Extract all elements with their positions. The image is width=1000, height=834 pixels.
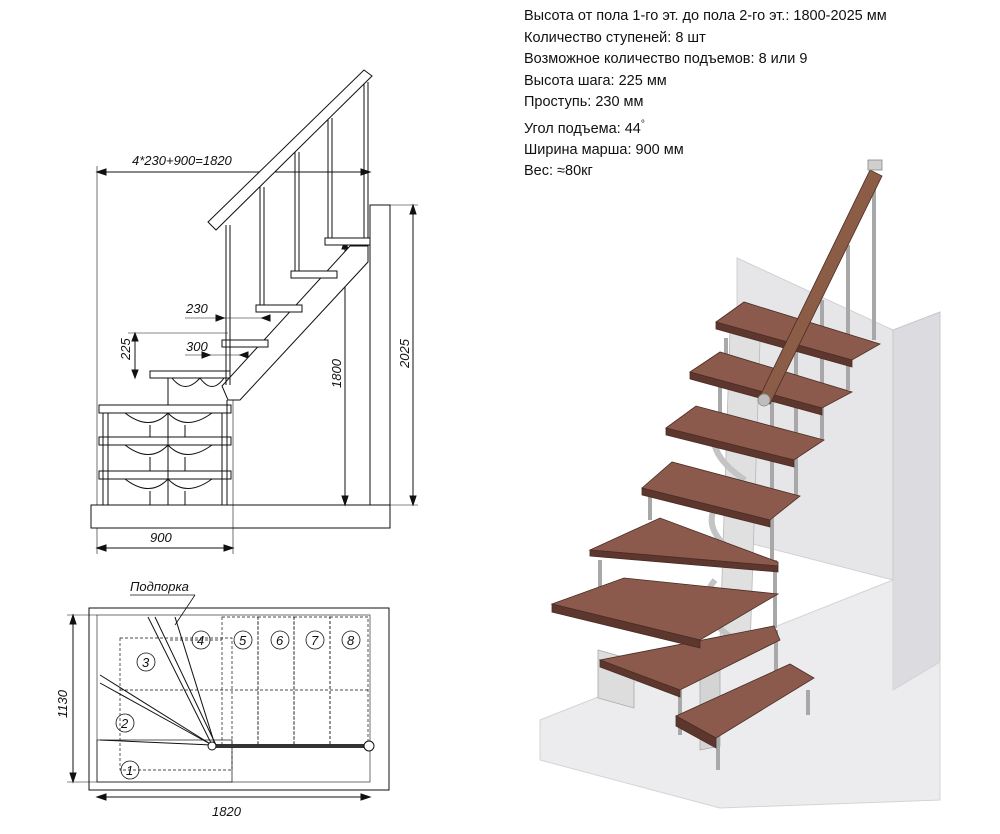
floor-base (90, 504, 391, 529)
base-width-label: 900 (150, 530, 172, 545)
step-rise-label: 225 (118, 338, 133, 361)
spec-angle-value: Угол подъема: 44 (524, 120, 641, 137)
spec-weight: Вес: ≈80кг (524, 163, 593, 180)
spec-list: Высота от пола 1-го эт. до пола 2-го эт.… (524, 6, 887, 183)
spec-angle: Угол подъема: 44° (524, 114, 887, 140)
spec-tread: Проступь: 230 мм (524, 94, 644, 110)
step-depth-label: 300 (186, 339, 208, 354)
height-max-label: 2025 (397, 338, 412, 369)
total-length-label: 4*230+900=1820 (132, 153, 233, 168)
height-min-label: 1800 (329, 358, 344, 388)
spec-angle-unit: ° (640, 118, 645, 130)
spec-height: Высота от пола 1-го эт. до пола 2-го эт.… (524, 8, 887, 24)
spec-width: Ширина марша: 900 мм (524, 141, 684, 158)
wall (369, 204, 391, 506)
tread-depth-label: 230 (185, 301, 208, 316)
spec-steps: Количество ступеней: 8 шт (524, 29, 706, 46)
spec-step-height: Высота шага: 225 мм (524, 72, 667, 89)
spec-risers: Возможное количество подъемов: 8 или 9 (524, 51, 808, 67)
